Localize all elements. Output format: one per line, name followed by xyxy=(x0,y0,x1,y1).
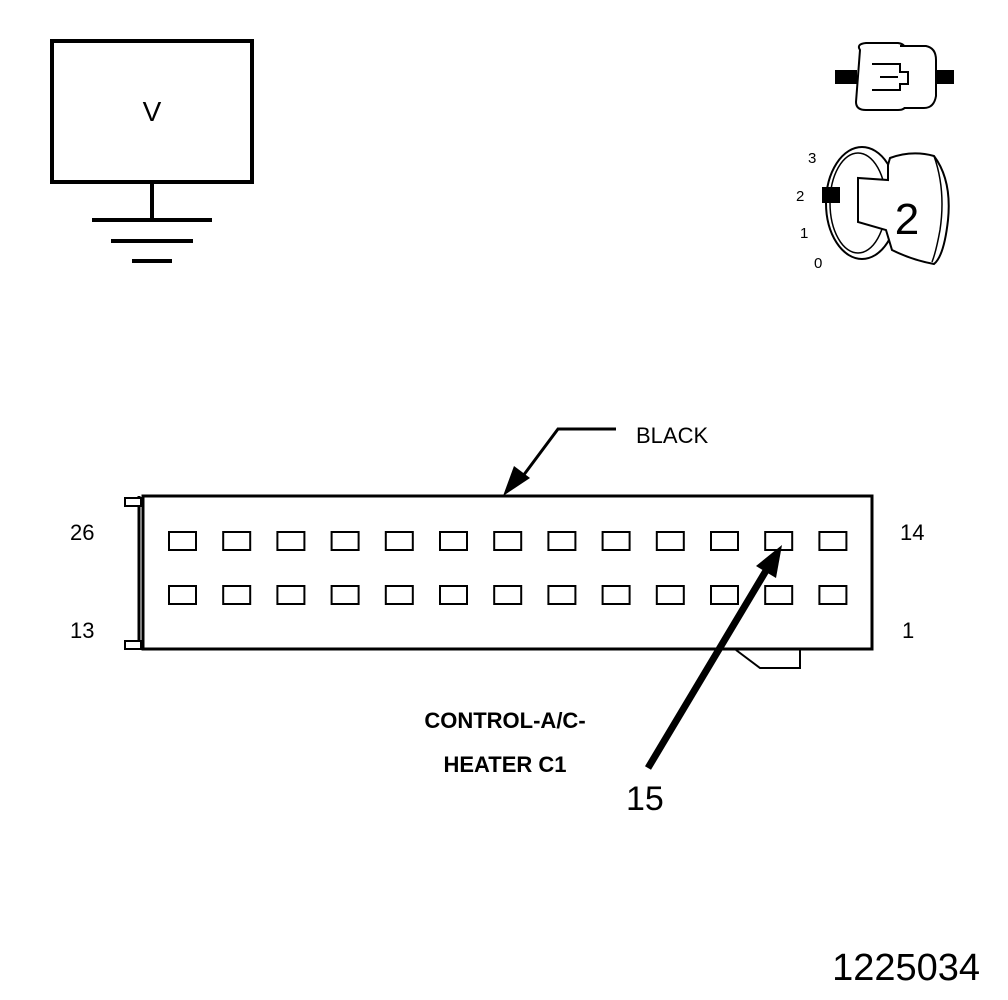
connector-cavity xyxy=(168,531,197,551)
ignition-position-marker xyxy=(822,187,840,203)
connector-cavity xyxy=(547,585,577,605)
voltmeter-label: V xyxy=(143,96,162,127)
connector-name-line2: HEATER C1 xyxy=(443,752,566,777)
connector-cavity xyxy=(710,531,739,551)
ignition-position-0: 0 xyxy=(814,255,822,272)
connector-cavity xyxy=(439,585,468,605)
connector-latch-top xyxy=(124,497,142,507)
connector-cavity xyxy=(655,531,685,551)
connector-cavity xyxy=(330,585,360,605)
pin-label-top-left: 26 xyxy=(70,520,94,545)
connector-cavity xyxy=(655,585,685,605)
connector-cavity xyxy=(384,531,414,551)
ground-icon xyxy=(92,218,212,263)
ignition-switch-icon: 3 2 1 0 2 xyxy=(796,146,950,272)
pin-callout-number: 15 xyxy=(626,780,664,818)
connector-cavity xyxy=(276,585,306,605)
connector-cavity xyxy=(601,531,631,551)
connector-cavity xyxy=(601,585,631,605)
connector-cavities xyxy=(168,531,848,605)
ignition-position-1: 1 xyxy=(800,225,808,242)
connector-latch-bottom xyxy=(124,640,142,650)
pin-callout-arrow xyxy=(644,562,774,770)
connector-cavity xyxy=(222,531,252,551)
connector-cavity xyxy=(222,585,252,605)
pin-label-bottom-left: 13 xyxy=(70,618,94,643)
ignition-key-number: 2 xyxy=(895,195,919,244)
connector-cavity xyxy=(764,531,794,551)
connector-cavity xyxy=(384,585,414,605)
connector-cavity xyxy=(764,585,794,605)
ignition-position-2: 2 xyxy=(796,188,804,205)
disconnect-connector-icon xyxy=(835,42,954,111)
voltmeter-box xyxy=(50,39,254,184)
color-label-leader xyxy=(518,427,616,481)
connector-cavity xyxy=(168,585,197,605)
connector-cavity xyxy=(710,585,739,605)
connector-cavity xyxy=(493,531,523,551)
connector-cavity xyxy=(493,585,523,605)
pin-label-top-right: 14 xyxy=(900,520,924,545)
pin-callout-arrowhead xyxy=(756,545,782,578)
connector-cavity xyxy=(818,531,848,551)
connector-cavity xyxy=(330,531,360,551)
connector-color-label: BLACK xyxy=(636,423,708,448)
connector-body xyxy=(141,494,874,651)
voltmeter-symbol: V xyxy=(50,39,254,263)
connector-c1: BLACK 26 13 14 1 CONTROL-A/C- HEATER C1 … xyxy=(70,423,924,818)
connector-cavity xyxy=(439,531,468,551)
color-label-arrowhead xyxy=(503,466,530,496)
connector-cavity xyxy=(547,531,577,551)
connector-cavity xyxy=(818,585,848,605)
connector-key-tab xyxy=(735,649,801,669)
pin-label-bottom-right: 1 xyxy=(902,618,914,643)
connector-name-line1: CONTROL-A/C- xyxy=(424,708,585,733)
ignition-position-3: 3 xyxy=(808,150,816,167)
connector-cavity xyxy=(276,531,306,551)
figure-id: 1225034 xyxy=(832,947,980,989)
